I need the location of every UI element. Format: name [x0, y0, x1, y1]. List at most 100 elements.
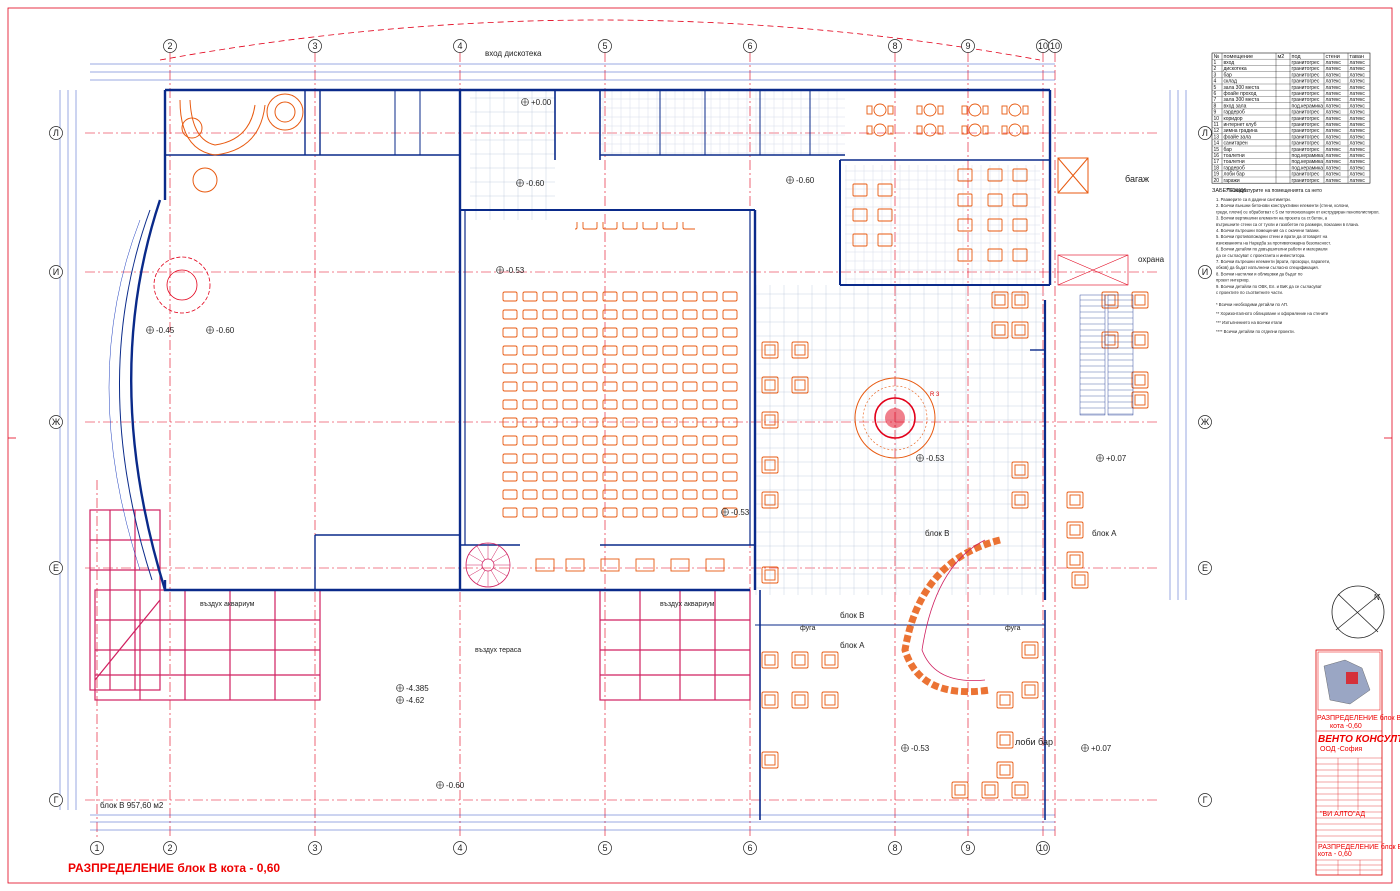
- legend-cell: гранитогрес: [1292, 147, 1320, 153]
- elevator: [1057, 254, 1129, 286]
- armchair: [991, 321, 1009, 339]
- cafe-table: [987, 168, 1003, 182]
- level-marker: -4.385: [396, 684, 429, 693]
- axis-top-2-label: 4: [457, 41, 462, 51]
- legend-cell: склад: [1224, 79, 1237, 85]
- level-value: +0.07: [1091, 744, 1112, 753]
- legend-cell: 8: [1214, 103, 1217, 109]
- axis-bottom-0-label: 1: [94, 843, 99, 853]
- curved-facade-inner: [119, 209, 153, 581]
- level-value: -0.45: [156, 326, 175, 335]
- legend-header: помещение: [1224, 54, 1254, 60]
- label-joint-left: фуга: [800, 625, 816, 632]
- legend-cell: латекс: [1326, 110, 1342, 116]
- floor-tile-entrance: [470, 90, 555, 220]
- legend-cell: тоалетни: [1224, 153, 1245, 159]
- legend-cell: латекс: [1326, 103, 1342, 109]
- legend-cell: 7: [1214, 97, 1217, 103]
- lounge-table: [961, 123, 989, 137]
- legend-cell: латекс: [1350, 66, 1366, 72]
- armchair: [821, 651, 839, 669]
- notes-line: греди, плочи) се обработват с 5 см топло…: [1216, 209, 1380, 214]
- axis-bottom-8: 10: [1036, 841, 1050, 855]
- legend-cell: вход зала: [1224, 103, 1247, 109]
- legend-cell: латекс: [1326, 97, 1342, 103]
- axis-top-1-label: 3: [312, 41, 317, 51]
- armchair: [761, 566, 779, 584]
- armchair: [1021, 641, 1039, 659]
- level-marker: +0.07: [1081, 744, 1112, 753]
- legend-cell: 15: [1214, 147, 1220, 153]
- axis-top-4: 6: [743, 39, 757, 53]
- label-air-aquarium-right: въздух аквариум: [660, 601, 715, 608]
- legend-cell: латекс: [1326, 91, 1342, 97]
- legend-cell: латекс: [1350, 172, 1366, 178]
- legend-cell: дискотека: [1224, 66, 1247, 72]
- axis-bottom-7: 9: [961, 841, 975, 855]
- legend-cell: гранитогрес: [1292, 72, 1320, 78]
- notes-block: ЗАБЕЛЕЖКИ :1. Размерите са в дадени сант…: [1212, 188, 1380, 334]
- cafe-table: [987, 218, 1003, 232]
- legend-cell: под.керамика: [1292, 165, 1324, 171]
- armchair: [1066, 551, 1084, 569]
- axis-bottom-5-label: 6: [747, 843, 752, 853]
- axis-top-8: 10: [1048, 39, 1062, 53]
- legend-cell: гранитогрес: [1292, 79, 1320, 85]
- label-entrance-disco: вход дискотека: [485, 49, 542, 58]
- legend-cell: латекс: [1350, 134, 1366, 140]
- notes-line: 4. Всички вътрешни помещения са с окачен…: [1216, 228, 1320, 233]
- legend-cell: латекс: [1350, 128, 1366, 134]
- site-boundary-arc: [159, 19, 1041, 61]
- axis-bottom-6-label: 8: [892, 843, 897, 853]
- hall-chair: [670, 558, 690, 572]
- legend-cell: 2: [1214, 66, 1217, 72]
- legend-cell: латекс: [1326, 141, 1342, 147]
- axis-top-6: 9: [961, 39, 975, 53]
- armchair: [761, 691, 779, 709]
- legend-cell: коридор: [1224, 116, 1243, 122]
- label-air-terrace: въздух тераса: [475, 647, 521, 654]
- armchair: [1131, 291, 1149, 309]
- label-air-aquarium-left: въздух аквариум: [200, 601, 255, 608]
- axis-top-5: 8: [888, 39, 902, 53]
- cafe-table: [957, 193, 973, 207]
- cafe-table: [1012, 168, 1028, 182]
- axis-bottom-4-label: 5: [602, 843, 607, 853]
- legend-cell: гранитогрес: [1292, 110, 1320, 116]
- armchair: [1066, 521, 1084, 539]
- axis-bottom-0: 1: [90, 841, 104, 855]
- lounge-table: [1001, 123, 1029, 137]
- armchair: [761, 341, 779, 359]
- axis-left-0: Л: [49, 126, 63, 140]
- legend-cell: 5: [1214, 85, 1217, 91]
- axis-left-2: Ж: [49, 415, 63, 429]
- notes-line: вътрешните стени са от тухли и газобетон…: [1216, 222, 1359, 227]
- axis-top-0-label: 2: [167, 41, 172, 51]
- legend-cell: фоайе проход: [1224, 90, 1257, 97]
- legend-cell: гаражи: [1224, 178, 1240, 184]
- label-block-a-right: блок А: [1092, 529, 1117, 538]
- axis-right-1-label: И: [1202, 267, 1208, 277]
- legend-cell: 10: [1214, 116, 1220, 122]
- legend-cell: латекс: [1350, 79, 1366, 85]
- legend-cell: латекс: [1350, 60, 1366, 66]
- level-markers: +0.00-0.60-0.60-0.53-0.45-0.60-0.53-0.53…: [146, 98, 1127, 790]
- armchair: [761, 456, 779, 474]
- armchair: [1101, 331, 1119, 349]
- legend-cell: латекс: [1350, 165, 1366, 171]
- legend-cell: латекс: [1326, 79, 1342, 85]
- armchair: [761, 651, 779, 669]
- axis-top-4-label: 6: [747, 41, 752, 51]
- armchair: [981, 781, 999, 799]
- armchair: [821, 691, 839, 709]
- floor-tile-bar: [845, 165, 1040, 285]
- legend-cell: гранитогрес: [1292, 134, 1320, 140]
- armchair: [1021, 681, 1039, 699]
- curved-facade-wall: [130, 199, 167, 591]
- cafe-table: [957, 168, 973, 182]
- legend-cell: фоайе зала: [1224, 133, 1252, 140]
- cafe-table: [1012, 218, 1028, 232]
- axis-bottom-6: 8: [888, 841, 902, 855]
- level-marker: -0.45: [146, 326, 175, 335]
- titleblock-brand: ВЕНТО КОНСУЛТ: [1318, 734, 1400, 745]
